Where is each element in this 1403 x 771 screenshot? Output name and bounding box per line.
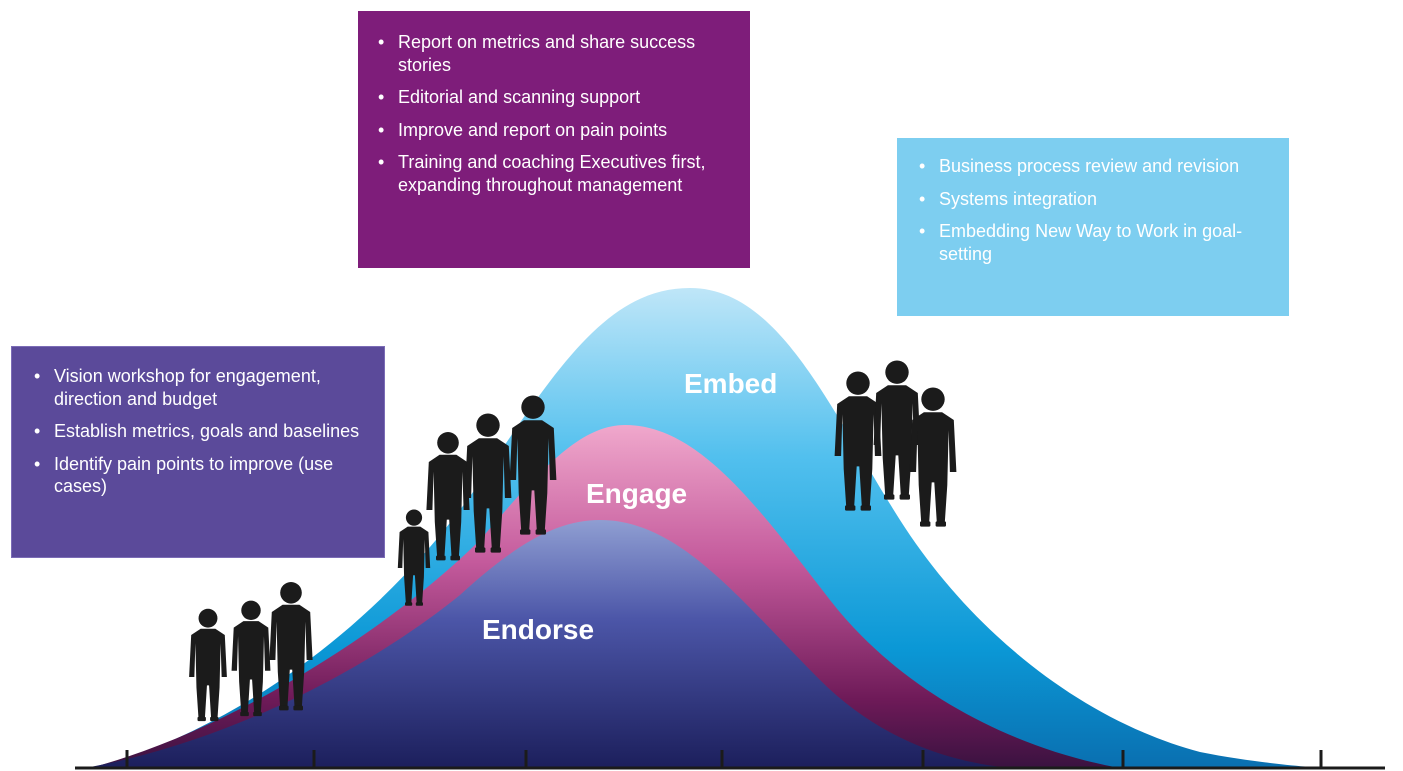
endorse-activities-box: Vision workshop for engagement, directio… xyxy=(11,346,385,558)
engage-phase-label: Engage xyxy=(586,478,688,509)
endorse-phase-label: Endorse xyxy=(482,614,595,645)
engage-bullet: Editorial and scanning support xyxy=(374,86,736,109)
embed-bullet: Systems integration xyxy=(915,188,1275,211)
embed-activities-box: Business process review and revision Sys… xyxy=(897,138,1289,316)
embed-bullet: Business process review and revision xyxy=(915,155,1275,178)
engage-bullet-list: Report on metrics and share success stor… xyxy=(374,31,736,196)
endorse-bullet: Vision workshop for engagement, directio… xyxy=(30,365,370,410)
engage-bullet: Training and coaching Executives first, … xyxy=(374,151,736,196)
embed-phase-label: Embed xyxy=(684,368,778,399)
engage-bullet: Report on metrics and share success stor… xyxy=(374,31,736,76)
endorse-curve xyxy=(85,520,1010,768)
timeline-axis xyxy=(75,750,1385,770)
engage-bullet: Improve and report on pain points xyxy=(374,119,736,142)
endorse-bullet: Identify pain points to improve (use cas… xyxy=(30,453,370,498)
endorse-bullet: Establish metrics, goals and baselines xyxy=(30,420,370,443)
endorse-bullet-list: Vision workshop for engagement, directio… xyxy=(30,365,370,498)
embed-bullet-list: Business process review and revision Sys… xyxy=(915,155,1275,265)
engage-activities-box: Report on metrics and share success stor… xyxy=(358,11,750,268)
embed-bullet: Embedding New Way to Work in goal-settin… xyxy=(915,220,1275,265)
